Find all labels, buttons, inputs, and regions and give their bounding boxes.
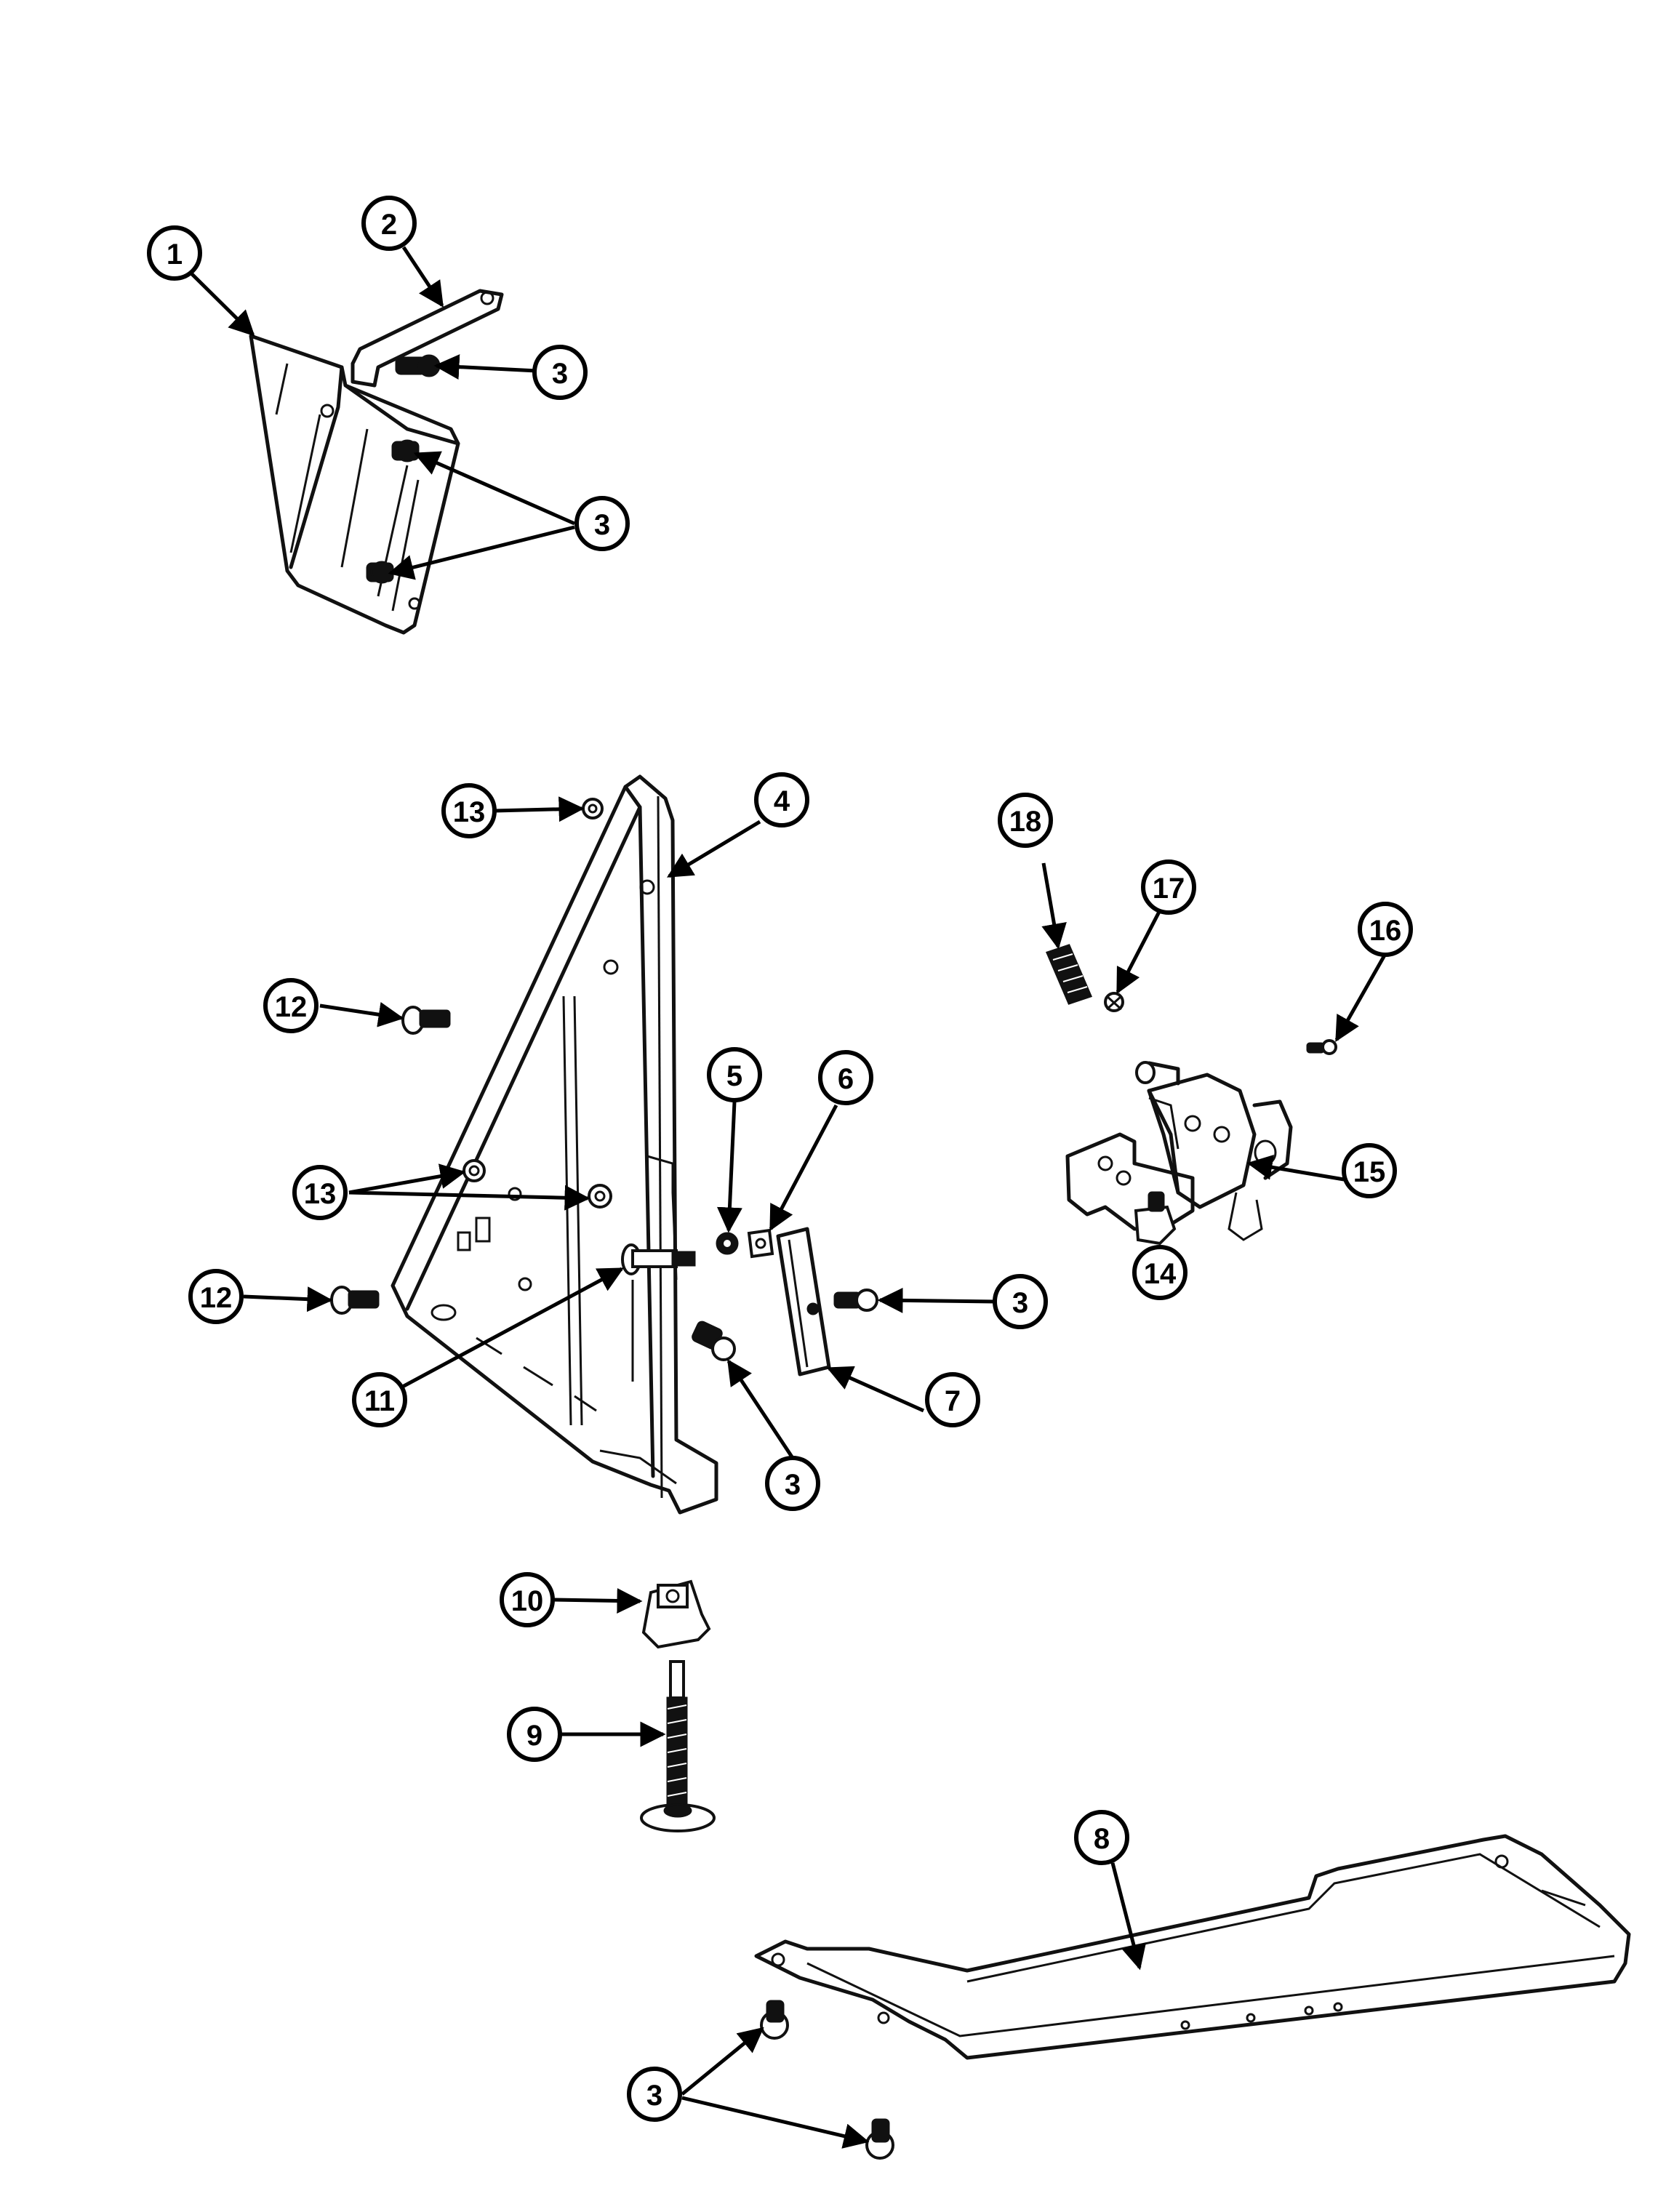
callout-14: 14 (1132, 1245, 1188, 1300)
callout-3-center: 3 (765, 1456, 820, 1511)
screw-part-3-top (395, 354, 441, 377)
callout-15: 15 (1342, 1143, 1397, 1198)
callout-3-upper: 3 (574, 496, 630, 551)
callout-2: 2 (361, 196, 417, 251)
callout-12-lower: 12 (188, 1269, 244, 1324)
svg-text:14: 14 (1144, 1258, 1177, 1290)
callout-12-upper: 12 (263, 978, 319, 1033)
callout-3-bottom: 3 (627, 2067, 682, 2122)
clip-part-6 (747, 1228, 774, 1259)
strap-part-2 (351, 289, 504, 388)
nut-part-13-left (462, 1159, 486, 1182)
callout-10: 10 (500, 1572, 555, 1627)
screw-part-3-right (833, 1289, 878, 1312)
base-rail-part-8 (754, 1834, 1631, 2060)
pin-part-11 (621, 1243, 696, 1275)
screw-part-3-upper (391, 439, 420, 462)
svg-text:13: 13 (304, 1178, 337, 1210)
svg-text:12: 12 (200, 1282, 233, 1314)
spring-part-18 (1045, 944, 1093, 1005)
callout-11: 11 (352, 1372, 407, 1427)
svg-text:15: 15 (1353, 1156, 1386, 1188)
svg-text:12: 12 (275, 991, 308, 1023)
svg-text:18: 18 (1009, 806, 1042, 838)
svg-text:5: 5 (726, 1060, 742, 1092)
callout-17: 17 (1141, 859, 1196, 915)
callout-13-top: 13 (441, 783, 497, 838)
callout-5: 5 (707, 1047, 762, 1102)
plate-part-7 (776, 1227, 831, 1377)
svg-text:13: 13 (453, 796, 486, 828)
callout-3-top: 3 (532, 345, 588, 400)
svg-text:3: 3 (594, 509, 610, 541)
valve-assembly-part-15 (1065, 1061, 1293, 1241)
svg-text:3: 3 (646, 2080, 662, 2112)
callout-3-right: 3 (993, 1274, 1048, 1329)
screw-part-3-bottom-upper (760, 2000, 789, 2040)
svg-text:3: 3 (785, 1469, 801, 1501)
leveling-leg-part-9 (640, 1660, 716, 1832)
nut-part-14 (1134, 1191, 1177, 1246)
callout-6: 6 (818, 1050, 873, 1105)
bracket-part-1 (249, 334, 460, 635)
callout-4: 4 (754, 772, 809, 828)
callout-18: 18 (998, 793, 1053, 848)
svg-text:2: 2 (381, 209, 397, 241)
callout-1: 1 (147, 225, 202, 281)
screw-part-3-lower (366, 561, 394, 584)
svg-text:11: 11 (364, 1385, 395, 1417)
svg-text:6: 6 (838, 1063, 854, 1095)
svg-text:7: 7 (945, 1385, 961, 1417)
callout-7: 7 (925, 1372, 980, 1427)
svg-text:4: 4 (774, 785, 790, 817)
clip-part-17 (1104, 992, 1124, 1012)
screw-part-3-bottom-lower (865, 2118, 894, 2160)
callout-9: 9 (507, 1707, 562, 1762)
svg-text:17: 17 (1153, 873, 1185, 905)
nut-part-13-top (582, 798, 604, 820)
svg-text:10: 10 (511, 1585, 544, 1617)
svg-text:1: 1 (167, 239, 183, 271)
callout-13-left: 13 (292, 1165, 348, 1220)
leader-lines (189, 246, 1387, 2149)
callout-16: 16 (1358, 902, 1413, 957)
bolt-part-12-lower (330, 1286, 380, 1315)
svg-text:3: 3 (552, 358, 568, 390)
screw-part-3-center (692, 1321, 736, 1361)
screw-part-16 (1306, 1039, 1337, 1055)
svg-text:9: 9 (526, 1720, 542, 1752)
washer-part-5 (716, 1232, 739, 1255)
bolt-part-12-upper (401, 1006, 451, 1035)
nut-part-13-center (588, 1184, 612, 1209)
svg-text:8: 8 (1094, 1823, 1110, 1855)
svg-text:3: 3 (1012, 1287, 1028, 1319)
frame-part-4 (391, 774, 718, 1515)
svg-text:16: 16 (1369, 915, 1402, 947)
block-part-10 (641, 1579, 711, 1649)
callout-8: 8 (1074, 1810, 1129, 1865)
